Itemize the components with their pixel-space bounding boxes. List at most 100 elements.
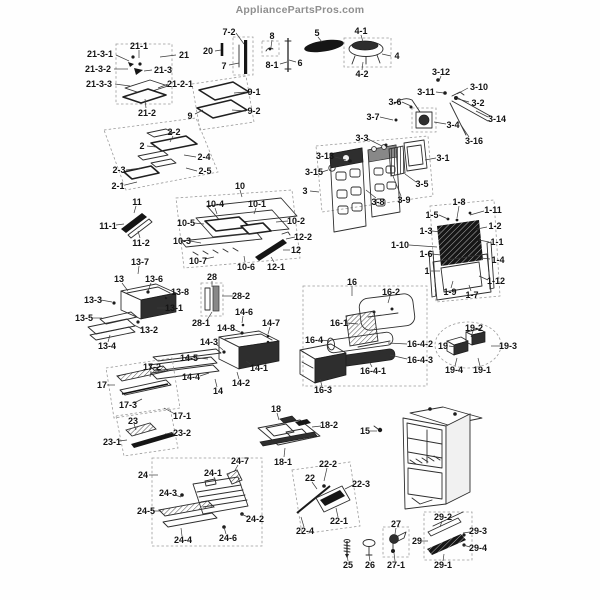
leader-line-3-12	[438, 75, 442, 82]
leader-line-14-1	[245, 360, 254, 367]
part-label-10-5: 10-5	[177, 218, 195, 228]
part-label-11-1: 11-1	[99, 221, 117, 231]
part-label-4-1: 4-1	[354, 26, 367, 36]
part-label-1: 1	[424, 266, 429, 276]
leader-line-19-1	[477, 357, 481, 367]
leader-line-19	[448, 345, 457, 348]
leader-line-21-3-1	[115, 54, 130, 62]
part-label-3-5: 3-5	[415, 179, 428, 189]
part-label-11-2: 11-2	[132, 238, 150, 248]
part-label-3-16: 3-16	[465, 136, 483, 146]
leader-line-3-13	[334, 156, 347, 161]
leader-line-21-3	[143, 69, 153, 72]
leader-line-9	[194, 109, 204, 115]
leader-line-21-2-1	[157, 83, 169, 89]
part-label-1-1: 1-1	[490, 237, 503, 247]
part-label-3-6: 3-6	[388, 97, 401, 107]
leader-line-10-6	[243, 255, 246, 263]
leader-line-3-10	[456, 87, 469, 95]
part-label-3-12: 3-12	[432, 67, 450, 77]
part-label-18: 18	[271, 404, 281, 414]
part-label-29-1: 29-1	[434, 560, 452, 570]
group-top-trim-parts	[220, 36, 344, 76]
part-label-19-2: 19-2	[465, 323, 483, 333]
group-21-shelf-kit	[115, 43, 173, 105]
part-label-29-2: 29-2	[434, 512, 452, 522]
part-label-10-4: 10-4	[206, 199, 224, 209]
leader-line-16-4	[320, 339, 331, 342]
part-label-25: 25	[343, 560, 353, 570]
part-label-21-2: 21-2	[138, 108, 156, 118]
part-label-7: 7	[221, 61, 226, 71]
leader-line-10-2	[275, 220, 289, 223]
leader-line-9-2	[231, 109, 247, 112]
leader-line-4-2	[361, 61, 364, 71]
leader-line-28-1	[206, 311, 213, 321]
leader-line-21	[159, 54, 177, 58]
leader-line-23-2	[164, 432, 175, 435]
leader-line-10-5	[193, 222, 205, 225]
part-label-4-2: 4-2	[355, 69, 368, 79]
leader-line-18	[276, 412, 280, 421]
leader-line-12-1	[270, 256, 275, 263]
leader-line-22	[311, 481, 318, 490]
leader-line-13	[121, 282, 129, 292]
part-label-10: 10	[235, 181, 245, 191]
refrigerator-cabinet	[402, 406, 483, 510]
part-label-21-3: 21-3	[154, 65, 172, 75]
part-label-7-2: 7-2	[222, 27, 235, 37]
leader-line-10-7	[204, 256, 215, 260]
part-label-22-2: 22-2	[319, 459, 337, 469]
part-label-13-5: 13-5	[75, 313, 93, 323]
leader-line-17-1	[163, 407, 176, 415]
part-label-24-5: 24-5	[137, 506, 155, 516]
leader-line-3-5	[404, 173, 417, 183]
leader-line-18-1	[283, 447, 286, 458]
leader-line-29-1	[442, 553, 445, 562]
leader-line-8	[270, 39, 273, 48]
group-19-parts	[434, 321, 502, 369]
part-label-23: 23	[128, 416, 138, 426]
part-label-1-3: 1-3	[419, 226, 432, 236]
leader-line-3-11	[435, 91, 445, 94]
leader-line-1-3	[431, 230, 442, 233]
part-label-15: 15	[360, 426, 370, 436]
part-label-2-1: 2-1	[111, 181, 124, 191]
leader-line-6	[288, 59, 297, 63]
leader-line-11	[133, 205, 137, 214]
leader-line-16-1	[346, 322, 359, 325]
part-label-21-3-3: 21-3-3	[86, 79, 112, 89]
part-label-1-5: 1-5	[425, 210, 438, 220]
leader-line-3-8	[365, 189, 377, 199]
group-9-shelves	[191, 75, 255, 131]
part-label-17-2: 17-2	[143, 362, 161, 372]
leader-line-16-4-3	[389, 354, 408, 360]
leader-line-16-4-2	[387, 342, 408, 345]
leader-line-24-3	[174, 494, 182, 498]
leader-line-13-3	[100, 299, 113, 303]
part-label-27: 27	[391, 519, 401, 529]
part-label-27-1: 27-1	[387, 560, 405, 570]
part-label-28-1: 28-1	[192, 318, 210, 328]
part-label-24-7: 24-7	[231, 456, 249, 466]
leader-line-3-1	[424, 157, 437, 161]
part-label-17-1: 17-1	[173, 411, 191, 421]
leader-line-3-7	[379, 116, 394, 121]
leader-line-3	[309, 190, 320, 193]
part-label-3: 3	[302, 186, 307, 196]
part-label-21: 21	[179, 50, 189, 60]
leader-line-22-3	[344, 484, 354, 490]
part-label-14-5: 14-5	[180, 353, 198, 363]
group-14-drawer	[148, 323, 280, 380]
leader-line-1-1	[478, 239, 490, 243]
leader-line-10-3	[189, 240, 202, 244]
part-label-3-15: 3-15	[305, 167, 323, 177]
leader-line-2-1	[124, 181, 138, 186]
part-label-16-4-1: 16-4-1	[360, 366, 386, 376]
leader-line-12-2	[285, 236, 296, 240]
leader-line-4-1	[360, 34, 364, 43]
leader-line-3-9	[392, 175, 402, 197]
part-label-16-4-2: 16-4-2	[407, 339, 433, 349]
leader-line-13-6	[147, 282, 152, 292]
part-label-10-3: 10-3	[173, 236, 191, 246]
